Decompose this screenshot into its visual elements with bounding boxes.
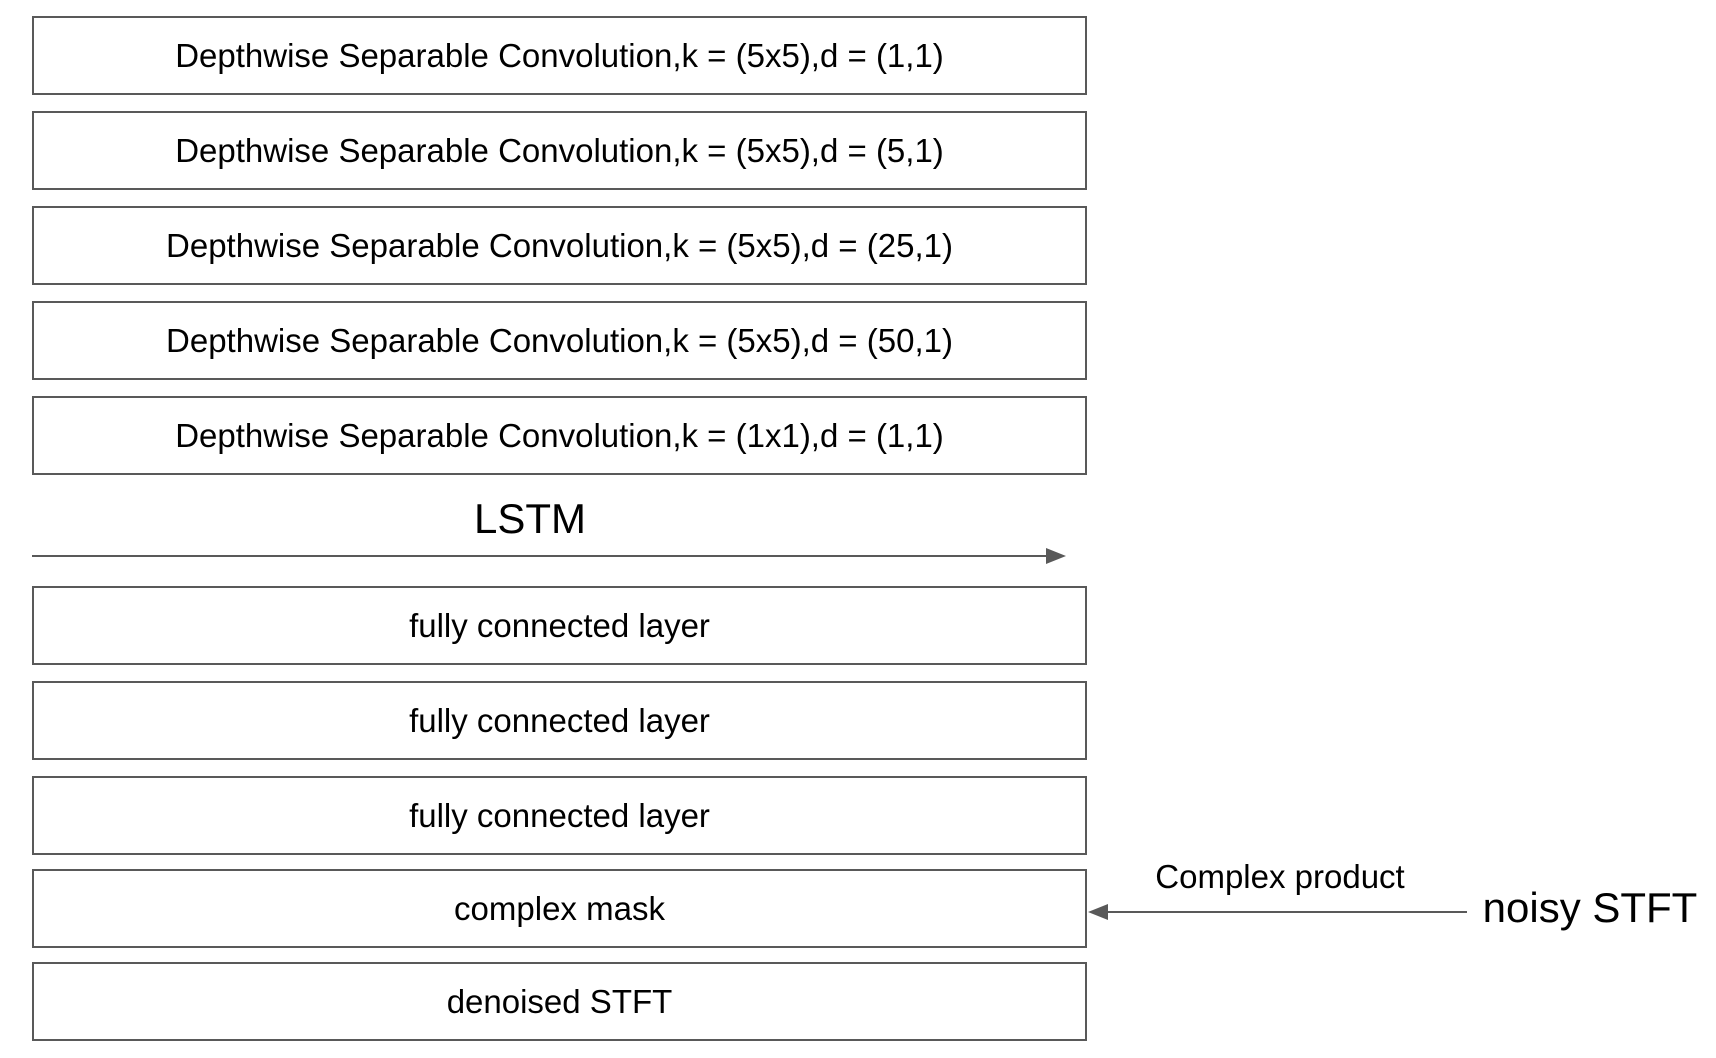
- fc-block-2: fully connected layer: [32, 681, 1087, 760]
- conv-block-3: Depthwise Separable Convolution,k = (5x5…: [32, 206, 1087, 285]
- conv-block-5: Depthwise Separable Convolution,k = (1x1…: [32, 396, 1087, 475]
- lstm-arrow: [32, 548, 1066, 564]
- conv-block-2: Depthwise Separable Convolution,k = (5x5…: [32, 111, 1087, 190]
- fc-block-1: fully connected layer: [32, 586, 1087, 665]
- complex-mask-block: complex mask: [32, 869, 1087, 948]
- fc-block-3: fully connected layer: [32, 776, 1087, 855]
- complex-product-arrow: [1088, 904, 1467, 920]
- noisy-stft-label: noisy STFT: [1482, 884, 1698, 931]
- denoised-stft-block: denoised STFT: [32, 962, 1087, 1041]
- complex-product-label: Complex product: [1155, 858, 1405, 895]
- conv-block-1: Depthwise Separable Convolution,k = (5x5…: [32, 16, 1087, 95]
- conv-block-4: Depthwise Separable Convolution,k = (5x5…: [32, 301, 1087, 380]
- lstm-label: LSTM: [473, 495, 586, 542]
